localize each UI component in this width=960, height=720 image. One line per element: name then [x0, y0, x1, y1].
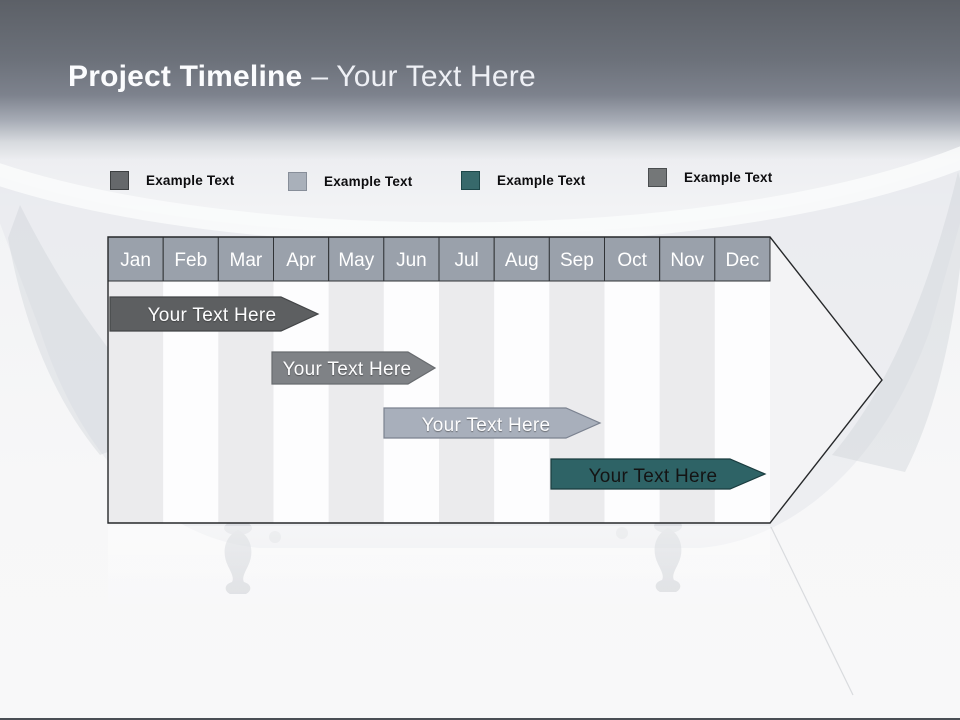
gantt-bar-4-shape — [550, 458, 767, 490]
legend-swatch-medium-gray — [648, 168, 667, 187]
month-label-sep: Sep — [560, 250, 594, 271]
gantt-bar-3-shape — [383, 407, 602, 439]
month-label-jul: Jul — [454, 250, 478, 271]
slide-bottom-border — [0, 718, 960, 720]
gantt-bar-4: Your Text Here — [550, 458, 767, 490]
big-arrow-outline — [107, 236, 883, 524]
gantt-bar-4-label: Your Text Here — [589, 466, 718, 487]
legend-item-2: Example Text — [288, 172, 412, 191]
slide-title-suffix: – Your Text Here — [311, 60, 536, 93]
slide-title-main: Project Timeline — [68, 60, 303, 93]
legend-item-3: Example Text — [461, 171, 585, 190]
month-label-dec: Dec — [726, 250, 760, 271]
slide-title: Project Timeline– Your Text Here — [68, 60, 536, 94]
month-header-row: Jan Feb Mar Apr May Jun Jul Aug Sep Oct … — [107, 236, 771, 282]
gantt-bar-2-shape — [271, 351, 437, 385]
month-label-mar: Mar — [230, 250, 263, 271]
legend-label: Example Text — [324, 174, 413, 189]
month-label-jan: Jan — [120, 250, 151, 271]
gantt-bar-3: Your Text Here — [383, 407, 602, 439]
gantt-bar-2-label: Your Text Here — [283, 359, 412, 380]
legend-swatch-teal — [461, 171, 480, 190]
month-label-aug: Aug — [505, 250, 539, 271]
timeline-chart: Jan Feb Mar Apr May Jun Jul Aug Sep Oct … — [107, 236, 883, 696]
chart-reflection — [108, 526, 854, 696]
legend-item-4: Example Text — [648, 168, 772, 187]
month-label-apr: Apr — [286, 250, 316, 271]
gantt-bar-2: Your Text Here — [271, 351, 437, 385]
legend-label: Example Text — [684, 170, 773, 185]
gantt-bar-1-shape — [109, 296, 320, 332]
legend-item-1: Example Text — [110, 171, 234, 190]
gantt-bar-3-label: Your Text Here — [422, 415, 551, 436]
gantt-bar-1-label: Your Text Here — [148, 305, 277, 326]
month-label-may: May — [338, 250, 374, 271]
gantt-bar-1: Your Text Here — [109, 296, 320, 332]
legend-label: Example Text — [146, 173, 235, 188]
legend-label: Example Text — [497, 173, 586, 188]
legend-swatch-light-gray — [288, 172, 307, 191]
month-label-nov: Nov — [670, 250, 704, 271]
legend-swatch-dark-gray — [110, 171, 129, 190]
month-label-oct: Oct — [617, 250, 647, 271]
month-label-jun: Jun — [396, 250, 427, 271]
month-label-feb: Feb — [174, 250, 207, 271]
